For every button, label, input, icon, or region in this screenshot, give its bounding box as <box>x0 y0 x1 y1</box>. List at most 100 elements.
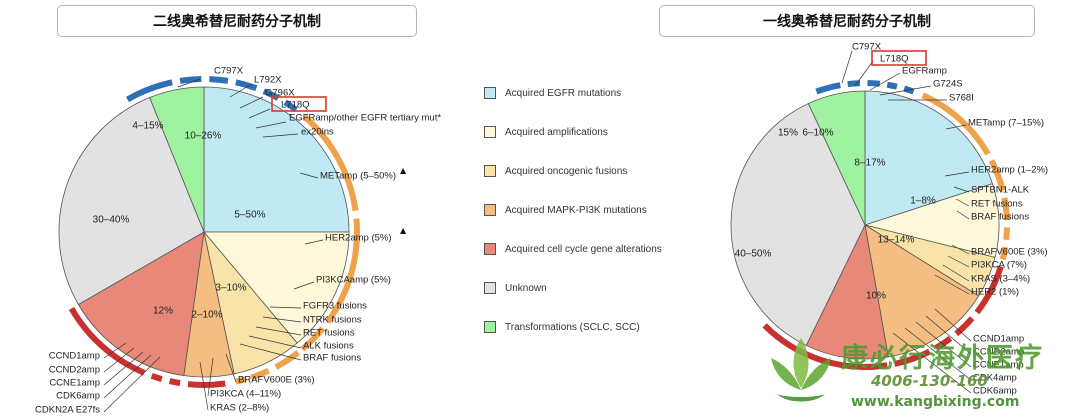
callout-label: G796X <box>265 88 295 99</box>
callout-label: EGFRamp/other EGFR tertiary mut* <box>289 113 441 124</box>
callout-leader-line <box>904 327 972 381</box>
callout-label: L718Q <box>880 54 909 65</box>
callout-leader-line <box>854 60 874 87</box>
callout-label: BRAF fusions <box>971 212 1029 223</box>
callout-leader-line <box>934 274 970 295</box>
callout-leader-line <box>304 239 324 245</box>
pie-slice <box>77 231 205 377</box>
callout-label: FGFR3 fusions <box>303 301 367 312</box>
callout-leader-line <box>248 108 271 119</box>
callout-leader-line <box>953 186 970 193</box>
callout-label: L718Q <box>281 100 310 111</box>
watermark: 康必行海外医疗 4006-130-160 www.kangbixing.com <box>755 330 1075 415</box>
right-chart-title: 一线奥希替尼耐药分子机制 <box>659 5 1035 37</box>
legend-item: Acquired MAPK-PI3K mutations <box>484 202 647 218</box>
ring-segment <box>1003 227 1010 241</box>
callout-leader-line <box>947 255 970 268</box>
callout-label: C797X <box>852 42 882 53</box>
callout-leader-line <box>229 83 253 98</box>
callout-label: METamp (7–15%) <box>968 118 1044 129</box>
callout-leader-line <box>255 326 302 336</box>
callout-leader-line <box>879 85 932 96</box>
pie-slice <box>805 223 889 360</box>
callout-leader-line <box>892 332 972 394</box>
ring-segment <box>179 76 202 84</box>
legend-swatch <box>484 126 496 138</box>
slice-value-label: 40–50% <box>735 249 772 260</box>
callout-label: KRAS (2–8%) <box>210 403 269 414</box>
callout-leader-line <box>262 316 302 323</box>
legend-label: Acquired EGFR mutations <box>505 87 622 99</box>
callout-label: EGFRamp <box>902 66 947 77</box>
callout-leader-line <box>103 347 135 373</box>
callout-leader-line <box>944 171 970 177</box>
callout-leader-line <box>177 78 201 88</box>
callout-leader-line <box>841 50 853 84</box>
slice-value-label: 1–8% <box>910 196 936 207</box>
callout-label: BRAF fusions <box>303 353 361 364</box>
callout-label: SPTBN1-ALK <box>971 185 1030 196</box>
callout-label: BRAFV600E (3%) <box>238 375 315 386</box>
callout-label: HER2amp (5%) <box>325 233 392 244</box>
ring-segment <box>209 76 229 84</box>
legend-item: Acquired cell cycle gene alterations <box>484 241 662 257</box>
callout-leader-line <box>255 121 287 129</box>
legend-swatch <box>484 321 496 333</box>
triangle-marker-icon: ▲ <box>400 226 407 235</box>
slice-value-label: 2–10% <box>191 310 222 321</box>
ring-segment <box>187 380 226 388</box>
callout-label: CDK4amp <box>973 373 1017 384</box>
callout-label: HER2amp (1–2%) <box>971 165 1048 176</box>
callout-label: CDK6amp <box>56 391 100 402</box>
callout-leader-line <box>199 361 209 411</box>
ring-segment <box>235 79 258 92</box>
slice-value-label: 12% <box>153 306 173 317</box>
callout-label: CCND2amp <box>973 347 1024 358</box>
ring-segment <box>126 79 173 103</box>
pie-slice <box>203 231 350 344</box>
pie-slice <box>864 90 993 226</box>
callout-label: RET fusions <box>971 199 1023 210</box>
callout-label: PI3KCA (4–11%) <box>210 389 281 400</box>
callout-leader-line <box>869 72 901 91</box>
pie-slice <box>149 86 205 233</box>
legend-label: Unknown <box>505 282 547 294</box>
ring-segment <box>934 335 953 351</box>
legend-label: Transformations (SCLC, SCC) <box>505 321 640 333</box>
slice-value-label: 10% <box>866 291 886 302</box>
callout-label: NTRK fusions <box>303 315 362 326</box>
callout-leader-line <box>103 351 144 386</box>
slice-value-label: 4–15% <box>132 121 163 132</box>
ring-segment <box>168 378 181 387</box>
callout-leader-line <box>942 264 970 282</box>
pie-slice <box>730 103 866 346</box>
ring-segment <box>847 80 861 88</box>
right-pie-chart: 6–10%8–17%1–8%13–14%10%40–50%15%C797XL71… <box>730 42 1048 397</box>
legend-swatch <box>484 282 496 294</box>
callout-label: L792X <box>254 75 282 86</box>
ring-segment <box>300 326 326 352</box>
ring-segment <box>274 350 301 370</box>
ring-segment <box>867 80 881 87</box>
ring-segment <box>815 82 841 95</box>
callout-label: RET fusions <box>303 328 355 339</box>
ring-segment <box>921 92 991 156</box>
watermark-url: www.kangbixing.com <box>851 394 1020 410</box>
ring-segment <box>302 114 359 212</box>
callout-leader-line <box>262 133 299 138</box>
ring-segment <box>886 81 898 90</box>
watermark-name: 康必行海外医疗 <box>841 343 1044 374</box>
callout-leader-line <box>239 96 264 109</box>
callout-leader-line <box>299 172 319 179</box>
callout-leader-line <box>225 353 237 383</box>
ring-segment <box>262 88 280 101</box>
ring-segment <box>325 218 360 324</box>
ring-segment <box>250 367 270 381</box>
highlight-box <box>271 96 327 112</box>
pie-slice <box>203 86 350 233</box>
left-chart-title-text: 二线奥希替尼耐药分子机制 <box>153 14 321 30</box>
ring-segment <box>988 159 1006 192</box>
slice-value-label: 3–10% <box>215 283 246 294</box>
callout-label: CCNE1amp <box>973 360 1024 371</box>
pie-slice <box>807 90 866 226</box>
